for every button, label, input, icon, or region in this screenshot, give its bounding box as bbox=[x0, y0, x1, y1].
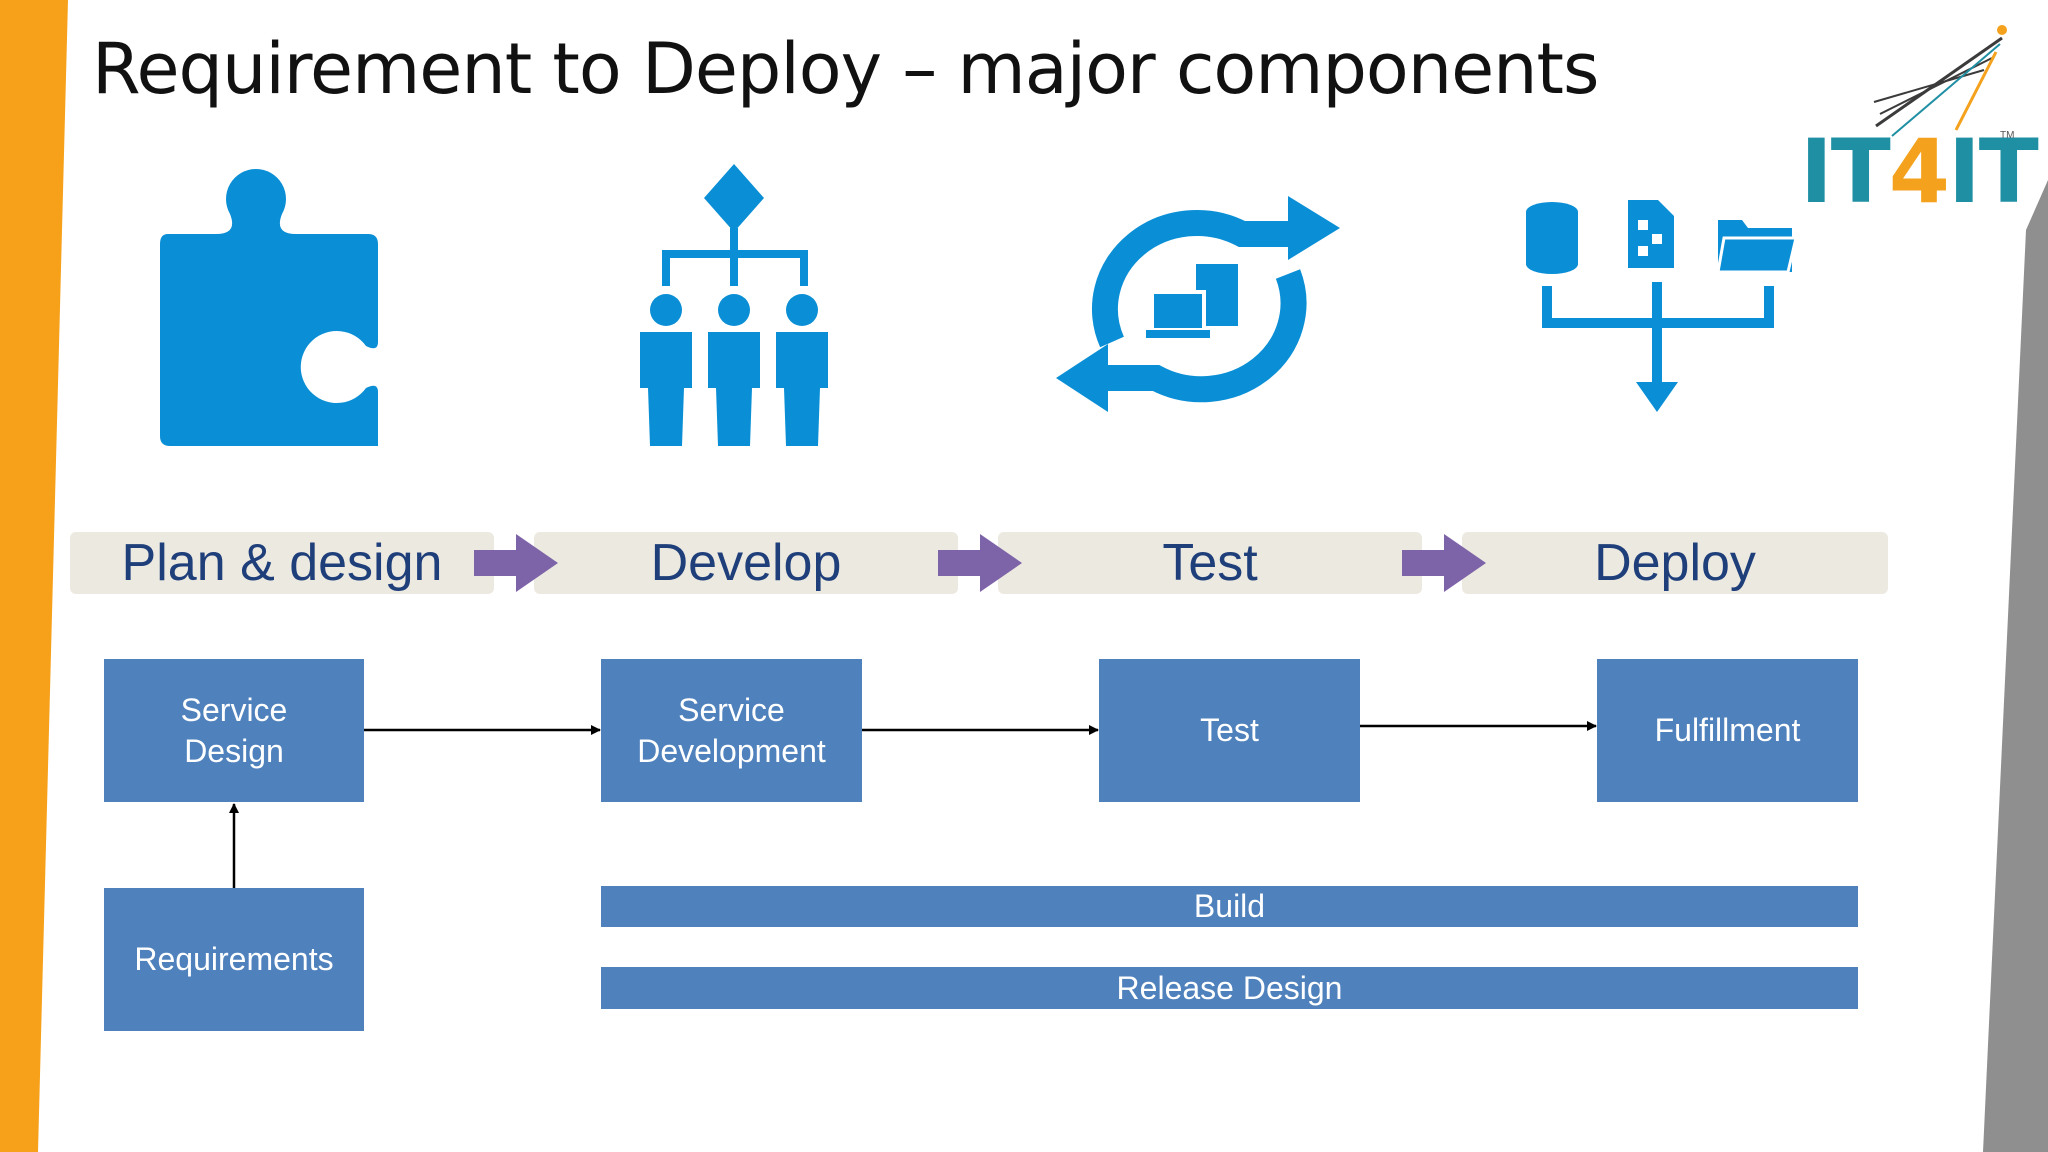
cycle-computer-icon bbox=[1056, 196, 1340, 412]
phase-arrow-icon bbox=[474, 534, 558, 592]
service-design-box: Service Design bbox=[104, 659, 364, 802]
slide-title: Requirement to Deploy – major components bbox=[92, 28, 1599, 110]
phase-test: Test bbox=[998, 532, 1422, 594]
logo-trademark: TM bbox=[2000, 130, 2015, 141]
phase-develop: Develop bbox=[534, 532, 958, 594]
build-label: Build bbox=[1193, 888, 1266, 924]
it4it-logo-text: IT4IT bbox=[1800, 128, 2039, 216]
phase-plan-design: Plan & design bbox=[70, 532, 494, 594]
logo-text-it: IT bbox=[1800, 120, 1891, 223]
test-label: Test bbox=[1200, 712, 1259, 748]
data-merge-icon bbox=[1526, 200, 1798, 412]
puzzle-piece-icon bbox=[160, 169, 378, 446]
service-development-label: Service Development bbox=[637, 691, 826, 769]
build-bar: Build bbox=[601, 886, 1858, 927]
fulfillment-box: Fulfillment bbox=[1597, 659, 1858, 802]
release-design-bar: Release Design bbox=[601, 967, 1858, 1009]
phase-arrow-icon bbox=[938, 534, 1022, 592]
requirements-box: Requirements bbox=[104, 888, 364, 1031]
release-design-label: Release Design bbox=[1116, 969, 1343, 1006]
service-design-label: Service Design bbox=[180, 691, 288, 769]
logo-text-it-end: IT bbox=[1948, 120, 2039, 223]
test-box: Test bbox=[1099, 659, 1360, 802]
it4it-logo-rays-icon bbox=[1873, 25, 2007, 137]
requirements-label: Requirements bbox=[134, 941, 334, 977]
phase-arrow-icon bbox=[1402, 534, 1486, 592]
logo-text-four: 4 bbox=[1888, 120, 1950, 223]
team-hierarchy-icon bbox=[640, 164, 828, 446]
fulfillment-label: Fulfillment bbox=[1654, 712, 1801, 748]
service-development-box: Service Development bbox=[601, 659, 862, 802]
right-gray-edge bbox=[1983, 180, 2048, 1152]
left-orange-accent bbox=[0, 0, 68, 1152]
phase-deploy: Deploy bbox=[1462, 532, 1888, 594]
